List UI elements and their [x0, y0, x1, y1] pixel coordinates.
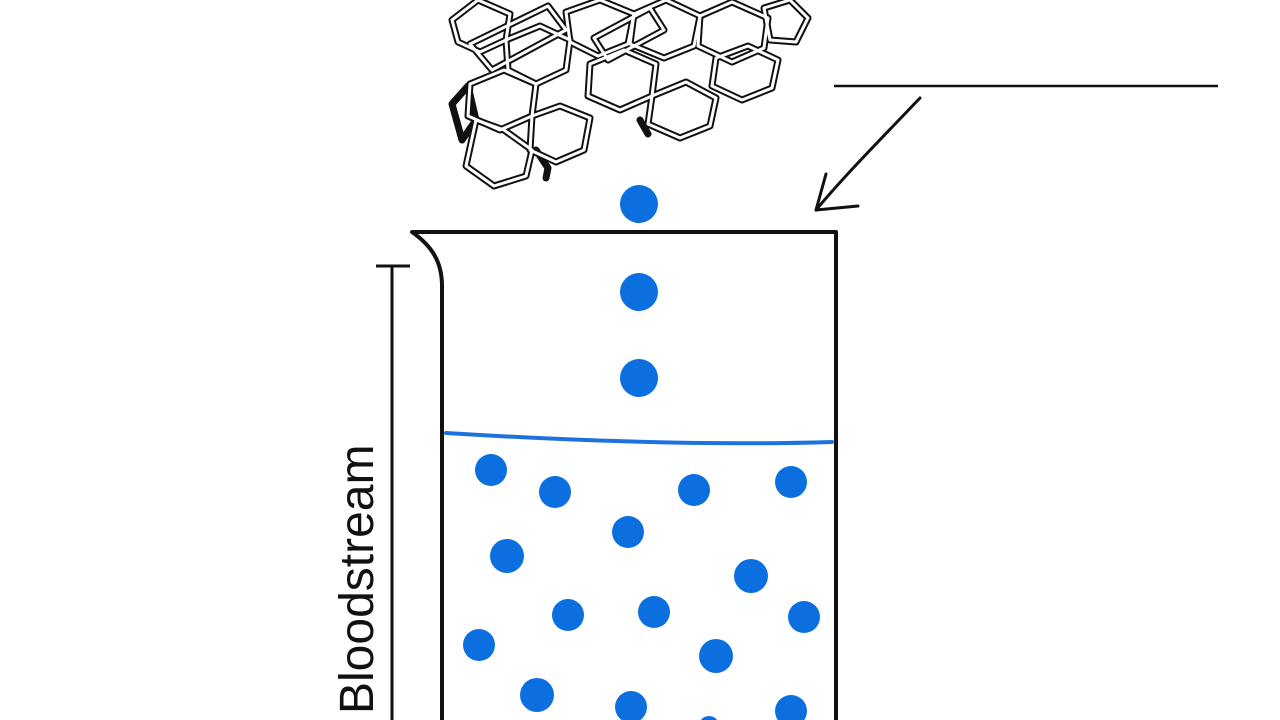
particle-dot-icon [552, 599, 584, 631]
particle-dot-icon [734, 559, 768, 593]
particle-dot-icon [775, 466, 807, 498]
particle-dot-icon [638, 596, 670, 628]
particle-dot-icon [678, 474, 710, 506]
particle-dot-icon [620, 273, 658, 311]
particle-dot-icon [520, 678, 554, 712]
particle-dot-icon [620, 359, 658, 397]
particle-dot-icon [620, 185, 658, 223]
curved-arrow-icon [814, 96, 922, 212]
side-label: Bloodstream [331, 445, 384, 714]
liquid-surface [444, 431, 834, 446]
dissolved-particles [463, 454, 820, 720]
falling-particles [620, 185, 658, 397]
particle-dot-icon [699, 639, 733, 673]
particle-dot-icon [615, 691, 647, 720]
beaker [410, 230, 838, 720]
crystal-lattice-icon [448, 0, 812, 190]
side-bracket [376, 264, 410, 720]
particle-dot-icon [701, 716, 717, 720]
particle-dot-icon [539, 476, 571, 508]
particle-dot-icon [775, 695, 807, 720]
particle-dot-icon [788, 601, 820, 633]
particle-dot-icon [612, 516, 644, 548]
particle-dot-icon [490, 539, 524, 573]
particle-dot-icon [463, 629, 495, 661]
particle-dot-icon [475, 454, 507, 486]
